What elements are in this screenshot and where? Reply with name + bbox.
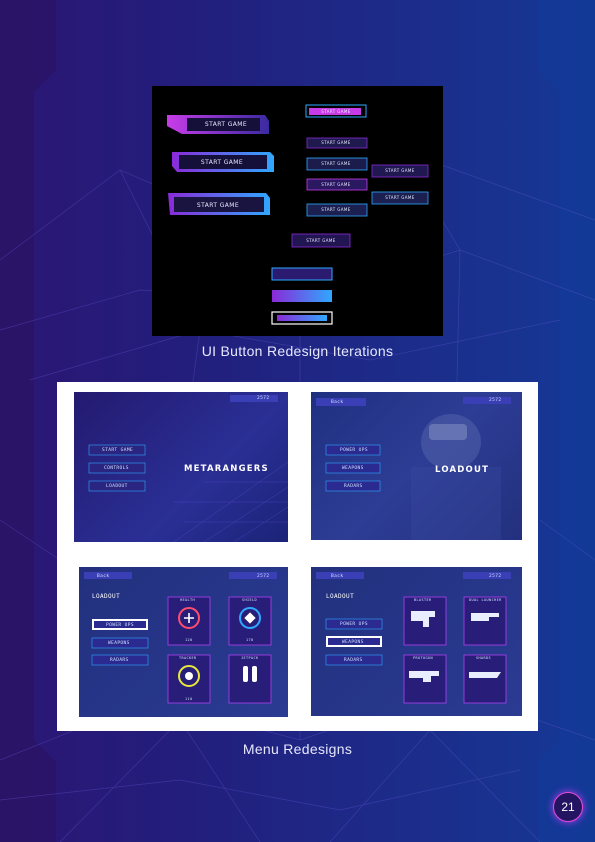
powerups-score: 2572 bbox=[257, 574, 270, 579]
powerups-item-powerups[interactable]: POWER UPS bbox=[106, 623, 134, 628]
large-start-button-1: START GAME bbox=[204, 121, 248, 128]
main-score: 2572 bbox=[257, 396, 270, 401]
small-start-button-7: START GAME bbox=[385, 195, 415, 200]
main-item-start[interactable]: START GAME bbox=[102, 448, 134, 453]
weapons-screenshot: Back 2572 LOADOUT POWER UPS WEAPONS RADA… bbox=[311, 567, 522, 716]
powerup-card-value: 170 bbox=[246, 638, 254, 642]
loadout-item-powerups[interactable]: POWER UPS bbox=[340, 448, 368, 453]
weapon-card-label: PROTOGUN bbox=[413, 656, 434, 660]
loadout-item-radars[interactable]: RADARS bbox=[344, 484, 363, 489]
small-start-button-2: START GAME bbox=[321, 140, 351, 145]
small-start-button-4: START GAME bbox=[321, 182, 351, 187]
grid-floor-graphic bbox=[88, 395, 288, 542]
powerup-card-label: TRACKER bbox=[179, 656, 197, 660]
vr-player-graphic bbox=[316, 397, 511, 540]
powerups-item-weapons[interactable]: WEAPONS bbox=[108, 641, 130, 646]
page-number: 21 bbox=[553, 792, 583, 822]
loadout-score: 2572 bbox=[489, 398, 502, 403]
button-sheet-graphic bbox=[167, 104, 429, 325]
weapon-card-label: DUAL LAUNCHER bbox=[469, 598, 502, 602]
small-start-button-3: START GAME bbox=[321, 161, 351, 166]
menu-redesigns-caption: Menu Redesigns bbox=[242, 741, 353, 757]
button-iterations-panel: START GAME START GAME START GAME START G… bbox=[152, 86, 443, 336]
weapons-item-powerups[interactable]: POWER UPS bbox=[340, 622, 368, 627]
weapons-heading: LOADOUT bbox=[326, 593, 355, 600]
button-iterations-caption: UI Button Redesign Iterations bbox=[201, 343, 394, 359]
large-start-button-3: START GAME bbox=[196, 202, 240, 209]
small-start-button-8: START GAME bbox=[306, 238, 336, 243]
weapons-score: 2572 bbox=[489, 574, 502, 579]
powerups-cards-graphic bbox=[84, 572, 277, 704]
loadout-title: LOADOUT bbox=[435, 465, 490, 475]
main-title: METARANGERS bbox=[184, 464, 269, 474]
weapon-card-label: SHARDS bbox=[476, 656, 492, 660]
powerups-item-radars[interactable]: RADARS bbox=[110, 658, 129, 663]
powerup-card-value: 110 bbox=[185, 697, 193, 701]
powerup-card-value: 120 bbox=[185, 638, 193, 642]
powerups-heading: LOADOUT bbox=[92, 593, 121, 600]
small-start-button-5: START GAME bbox=[321, 207, 351, 212]
loadout-item-weapons[interactable]: WEAPONS bbox=[342, 466, 364, 471]
powerup-card-label: HEALTH bbox=[180, 598, 196, 602]
small-start-button-6: START GAME bbox=[385, 168, 415, 173]
powerups-screenshot: Back 2572 LOADOUT POWER UPS WEAPONS RADA… bbox=[79, 567, 288, 717]
weapons-item-radars[interactable]: RADARS bbox=[344, 658, 363, 663]
main-item-controls[interactable]: CONTROLS bbox=[104, 466, 129, 471]
weapon-card-label: BLASTER bbox=[414, 598, 432, 602]
loadout-back[interactable]: Back bbox=[331, 400, 344, 405]
weapons-back[interactable]: Back bbox=[331, 574, 344, 579]
main-menu-screenshot: 2572 START GAME CONTROLS LOADOUT METARAN… bbox=[74, 392, 288, 542]
weapons-item-weapons[interactable]: WEAPONS bbox=[342, 640, 364, 645]
powerup-card-label: SHIELD bbox=[242, 598, 258, 602]
large-start-button-2: START GAME bbox=[200, 159, 244, 166]
loadout-menu-screenshot: Back 2572 POWER UPS WEAPONS RADARS LOADO… bbox=[311, 392, 522, 540]
main-item-loadout[interactable]: LOADOUT bbox=[106, 484, 128, 489]
powerups-back[interactable]: Back bbox=[97, 574, 110, 579]
small-start-button-1: START GAME bbox=[321, 109, 351, 114]
powerup-card-label: JETPACK bbox=[241, 656, 259, 660]
weapons-cards-graphic bbox=[316, 572, 511, 704]
